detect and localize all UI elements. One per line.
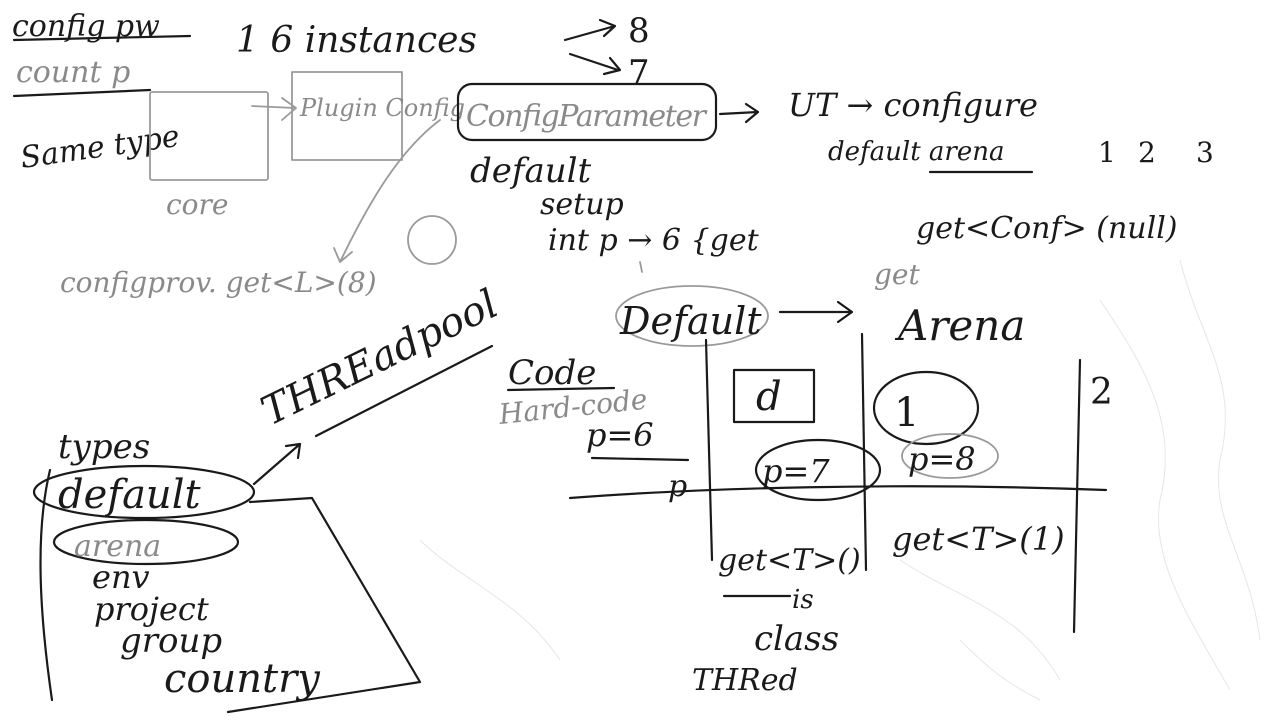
count-p-underline — [12, 88, 152, 98]
config-prov-text: configprov. get<L>(8) — [60, 266, 377, 299]
type-arena: arena — [74, 529, 161, 564]
config-parameter-text: ConfigParameter — [466, 99, 708, 134]
code-underline — [506, 386, 616, 392]
count-p-text: count p — [16, 55, 130, 90]
p8-text: p=8 — [908, 440, 976, 478]
arena-text: Arena — [894, 301, 1025, 350]
default-to-threadpool-arrow — [252, 442, 302, 486]
arrow-to-7 — [568, 52, 622, 76]
default-text: default — [470, 151, 592, 191]
default-arena-text: default arena — [828, 137, 1005, 167]
p-small-text: p — [668, 469, 687, 504]
get-text: get — [874, 258, 920, 291]
p6-text: p=6 — [586, 416, 654, 454]
thread-text: THRed — [692, 663, 798, 698]
class-text: class — [754, 619, 839, 659]
code-text: Code — [508, 353, 596, 393]
p7-text: p=7 — [762, 452, 830, 490]
default-to-arena-arrow — [778, 300, 854, 324]
types-box-outline — [226, 496, 422, 714]
p8-ellipse — [901, 433, 999, 479]
get-t-right-text: get<T>(1) — [892, 520, 1065, 558]
plugin-config-label: Plugin Config — [299, 94, 465, 122]
core-to-plugin-arrow — [251, 97, 297, 121]
d-text: d — [756, 374, 782, 420]
ut-configure-text: UT → configure — [788, 86, 1038, 124]
default-ellipse — [615, 285, 769, 347]
arena-item-ellipse — [52, 518, 240, 566]
table-col-line-1 — [704, 338, 714, 562]
default-box-text: Default — [619, 299, 762, 343]
two-text: 2 — [1090, 372, 1113, 413]
core-box — [149, 91, 269, 181]
table-row-line — [568, 485, 1108, 500]
p7-ellipse — [754, 438, 882, 502]
num-3: 3 — [1196, 136, 1214, 169]
config-param-arrow — [718, 102, 760, 124]
same-type-line: Same type — [18, 119, 181, 176]
setup-text: setup — [540, 187, 624, 222]
type-default: default — [58, 472, 201, 518]
get-t-left-text: get<T>() — [718, 543, 861, 578]
config-pw-underline — [12, 34, 192, 42]
one-text: 1 — [894, 390, 919, 436]
p6-underline — [590, 456, 690, 462]
type-country: country — [164, 656, 321, 702]
arrow-7-text: 7 — [628, 53, 650, 93]
num-1: 1 — [1098, 136, 1116, 169]
config-parameter-box — [456, 82, 718, 142]
same-type-text: Same type — [18, 119, 181, 176]
table-col-line-3 — [1072, 358, 1082, 634]
plugin-config-text: Plugin Config — [299, 94, 465, 122]
num-2: 2 — [1138, 136, 1156, 169]
is-text: is — [792, 585, 814, 615]
arrow-to-8 — [563, 18, 617, 42]
prov-to-param-arrow — [333, 119, 441, 263]
threadpool-underline — [314, 344, 494, 438]
type-group: group — [120, 621, 222, 661]
type-env: env — [92, 558, 150, 596]
int-p-text: int p → 6 {get — [548, 223, 760, 258]
one-circle — [872, 370, 980, 446]
instances-text: 1 6 instances — [236, 20, 477, 61]
type-project: project — [94, 590, 209, 628]
int-to-default-line — [639, 261, 643, 273]
arrow-8-text: 8 — [628, 11, 650, 51]
plugin-config-box — [291, 71, 403, 161]
background-scribbles — [419, 259, 1261, 701]
eight-circle — [407, 215, 457, 265]
core-text: core — [166, 188, 229, 221]
d-box — [732, 368, 816, 424]
types-text: types — [58, 427, 150, 467]
table-col-line-2 — [860, 332, 868, 572]
get-null-text: get<Conf> (null) — [916, 211, 1178, 246]
types-bracket — [39, 468, 54, 702]
default-item-ellipse — [32, 464, 256, 520]
